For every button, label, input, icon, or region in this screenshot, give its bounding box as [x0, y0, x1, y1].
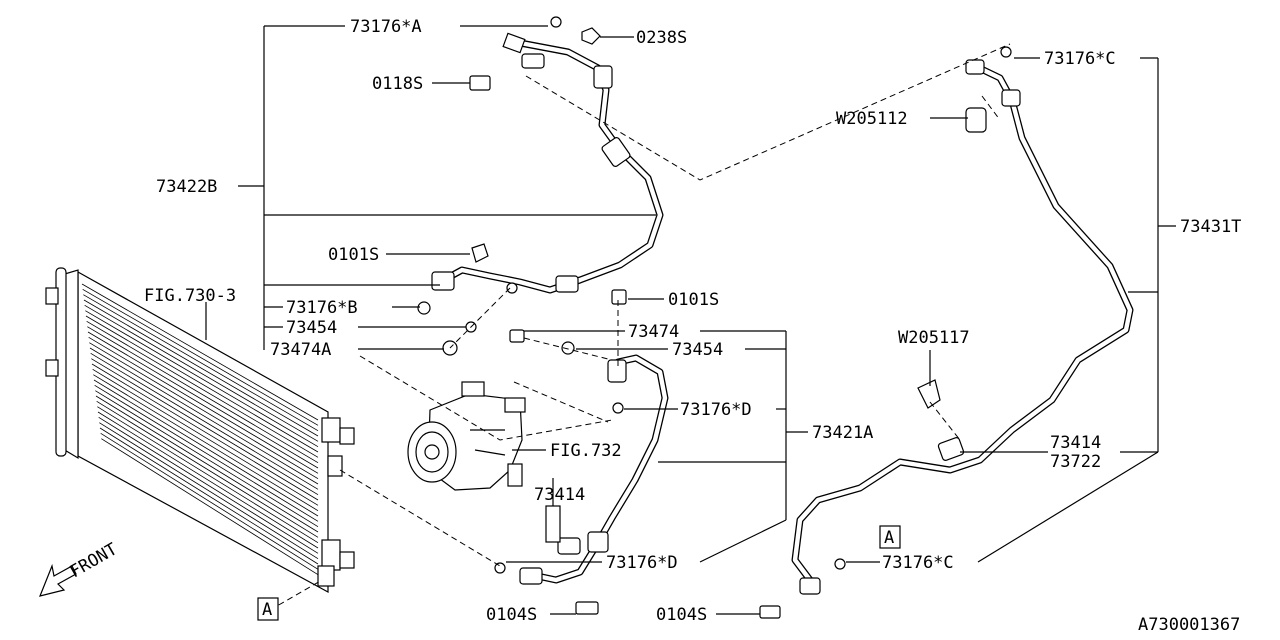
callout-73176-d-lower: 73176*D — [606, 553, 678, 573]
diagram-id: A730001367 — [1138, 615, 1240, 635]
hose-73421a — [519, 354, 669, 585]
condenser-fin-line — [92, 368, 319, 506]
callout-0101s-mid: 0101S — [668, 290, 719, 310]
pipe-73431t — [791, 59, 1134, 595]
callout-0118s: 0118S — [372, 74, 423, 94]
callout-0238s: 0238S — [636, 28, 687, 48]
dashed-reference-lines — [269, 43, 1011, 611]
callout-73176-c-top: 73176*C — [1044, 49, 1116, 69]
condenser-fin-line — [95, 390, 319, 528]
condenser-fin-line — [99, 422, 319, 560]
condenser-fin-line — [94, 384, 319, 522]
condenser-fin-line — [98, 416, 319, 554]
condenser-fin-line — [93, 374, 319, 512]
front-direction-indicator: FRONT — [39, 539, 121, 597]
condenser-fin-line — [87, 331, 319, 469]
callout-w205117: W205117 — [898, 328, 970, 348]
callout-73176-d-upper: 73176*D — [680, 400, 752, 420]
condenser-fin-line — [84, 304, 319, 442]
callout-73421a: 73421A — [812, 423, 873, 443]
condenser-fin-line — [89, 347, 319, 485]
svg-text:A: A — [884, 528, 894, 548]
callout-73474: 73474 — [628, 322, 679, 342]
callout-labels: 73176*A 0238S 0118S 73422B 0101S FIG.730… — [144, 17, 1241, 635]
callout-0101s-upper: 0101S — [328, 245, 379, 265]
condenser-fin-line — [83, 294, 319, 432]
callout-73176-b: 73176*B — [286, 298, 358, 318]
condenser-fins — [81, 283, 319, 576]
callout-fig-732: FIG.732 — [550, 441, 622, 461]
condenser-fin-line — [99, 427, 319, 565]
callout-0104s-right: 0104S — [656, 605, 707, 625]
callout-73454-mid: 73454 — [672, 340, 723, 360]
condenser-fin-line — [101, 438, 319, 576]
svg-text:A: A — [262, 600, 272, 620]
callout-73414-left: 73414 — [534, 485, 585, 505]
condenser-fin-line — [90, 352, 319, 490]
condenser-fin-line — [88, 336, 319, 474]
callout-73474a: 73474A — [270, 340, 331, 360]
condenser-fin-line — [95, 395, 319, 533]
callout-w205112: W205112 — [836, 109, 908, 129]
condenser-fin-line — [91, 358, 319, 496]
condenser-fin-line — [97, 406, 319, 544]
callout-73454-left: 73454 — [286, 318, 337, 338]
compressor — [407, 381, 526, 491]
callout-73422b: 73422B — [156, 177, 217, 197]
callout-73176-c-bottom: 73176*C — [882, 553, 954, 573]
front-arrow-icon — [39, 563, 77, 597]
condenser-fin-line — [85, 310, 319, 448]
condenser-assembly — [45, 267, 355, 594]
condenser-fin-line — [91, 363, 319, 501]
ref-marker-a-right: A — [879, 525, 901, 549]
condenser-fin-line — [82, 288, 319, 426]
condenser-fin-line — [100, 432, 319, 570]
leader-lines — [205, 25, 1176, 615]
callout-73431t: 73431T — [1180, 217, 1241, 237]
callout-0104s-left: 0104S — [486, 605, 537, 625]
condenser-fin-line — [93, 379, 319, 517]
condenser-fin-line — [81, 283, 319, 421]
condenser-fin-line — [87, 326, 319, 464]
condenser-fin-line — [97, 411, 319, 549]
callout-fig-730-3: FIG.730-3 — [144, 286, 236, 306]
condenser-fin-line — [85, 315, 319, 453]
callout-73414-right: 73414 — [1050, 433, 1101, 453]
front-label: FRONT — [67, 539, 121, 582]
callout-73722: 73722 — [1050, 452, 1101, 472]
fittings — [417, 16, 1012, 619]
ref-marker-a-left: A — [257, 597, 279, 621]
condenser-fin-line — [96, 400, 319, 538]
condenser-fin-line — [89, 342, 319, 480]
condenser-fin-line — [83, 299, 319, 437]
callout-73176-a: 73176*A — [350, 17, 422, 37]
condenser-fin-line — [86, 320, 319, 458]
hose-73422b — [431, 32, 664, 294]
